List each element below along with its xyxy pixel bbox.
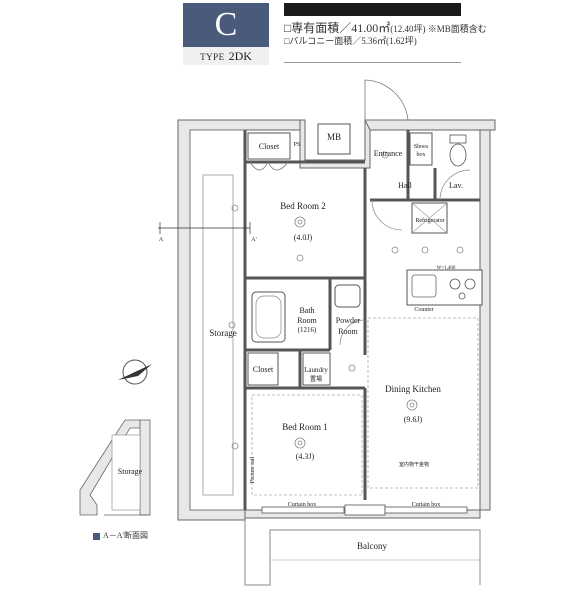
storage-shelf xyxy=(202,174,234,496)
area-balcony-sub: (1.62坪) xyxy=(386,36,417,46)
balcony-outline xyxy=(244,520,481,586)
label-ps: PS xyxy=(294,142,301,148)
label-storage: Storage xyxy=(209,328,237,338)
bath-tub xyxy=(251,291,286,343)
label-lav: Lav. xyxy=(449,181,463,190)
windows xyxy=(261,504,468,516)
header-bar xyxy=(284,3,461,16)
stove-icon xyxy=(449,278,461,290)
shoes-box xyxy=(409,132,433,166)
area-balcony-value: □バルコニー面積／5.36㎡ xyxy=(284,36,387,46)
closet-top-doors xyxy=(249,161,289,171)
label-bed-room-1-size: (4.3J) xyxy=(296,452,315,461)
label-bath-3: (1216) xyxy=(298,326,317,334)
label-storage-inset: Storage xyxy=(118,467,143,476)
entrance-door xyxy=(364,79,409,121)
label-powder-1: Powder xyxy=(336,316,361,325)
dining-kitchen-area xyxy=(367,317,479,489)
area-main: □専有面積／41.00㎡(12.40坪) ※MB面積含む xyxy=(284,19,487,36)
label-bath-2: Room xyxy=(297,316,317,325)
label-section-a-prime: A' xyxy=(251,237,256,243)
type-name: 2DK xyxy=(228,49,252,63)
powder-door xyxy=(339,319,366,346)
label-dining-kitchen-size: (9.6J) xyxy=(404,415,423,424)
label-picture-rail: Picture rail xyxy=(250,456,256,483)
compass-icon xyxy=(118,359,152,385)
label-bed-room-2: Bed Room 2 xyxy=(280,201,326,211)
light-fixtures xyxy=(228,151,464,450)
label-curtain-box-left: Curtain box xyxy=(288,502,317,508)
label-closet-top: Closet xyxy=(259,142,280,151)
label-bath-1: Bath xyxy=(299,306,314,315)
area-main-value: □専有面積／41.00㎡ xyxy=(284,21,391,35)
header-underline xyxy=(284,62,461,63)
bed-room-1-area xyxy=(251,394,363,496)
legend-text: A－A'断面図 xyxy=(103,531,148,540)
powder-sink xyxy=(334,284,361,308)
type-letter: C xyxy=(214,6,238,43)
type-badge xyxy=(183,3,269,47)
hall-door xyxy=(371,199,403,231)
label-shoes-box-2: box xyxy=(417,152,426,158)
label-dining-kitchen: Dining Kitchen xyxy=(385,384,441,394)
label-refrigerator: Refrigerator xyxy=(415,217,444,224)
interior-walls xyxy=(243,130,480,510)
label-shoes-box-1: Shoes xyxy=(414,144,429,150)
label-mb: MB xyxy=(327,132,341,142)
label-laundry-2: 置場 xyxy=(310,375,322,383)
storage-room xyxy=(189,129,246,511)
area-main-sub: (12.40坪) ※MB面積含む xyxy=(390,24,487,34)
area-balcony: □バルコニー面積／5.36㎡(1.62坪) xyxy=(284,34,417,47)
label-counter: Counter xyxy=(414,307,433,313)
sink-icon xyxy=(411,274,437,298)
label-laundry-1: Laundry xyxy=(304,366,328,374)
closet-top xyxy=(247,132,291,160)
label-section-a: A xyxy=(159,237,164,243)
laundry-space xyxy=(302,352,331,386)
lav-door xyxy=(439,169,471,201)
type-prefix: TYPE xyxy=(200,52,225,62)
label-balcony: Balcony xyxy=(357,541,387,551)
mb-box xyxy=(317,123,351,155)
label-indoor-fitting: 室内物干金物 xyxy=(399,461,429,468)
label-curtain-box-right: Curtain box xyxy=(412,502,441,508)
closet-mid xyxy=(247,352,279,386)
label-closet-mid: Closet xyxy=(253,365,274,374)
label-w: W=1,400 xyxy=(437,266,456,271)
section-inset-room xyxy=(111,434,141,511)
section-legend: A－A'断面図 xyxy=(93,530,148,541)
label-hall: Hall xyxy=(398,181,413,190)
section-line xyxy=(158,222,251,234)
label-entrance: Entrance xyxy=(374,149,403,158)
label-powder-2: Room xyxy=(338,327,358,336)
toilet-icon xyxy=(449,143,467,167)
label-bed-room-1: Bed Room 1 xyxy=(282,422,328,432)
label-bed-room-2-size: (4.0J) xyxy=(294,233,313,242)
legend-swatch xyxy=(93,532,100,540)
